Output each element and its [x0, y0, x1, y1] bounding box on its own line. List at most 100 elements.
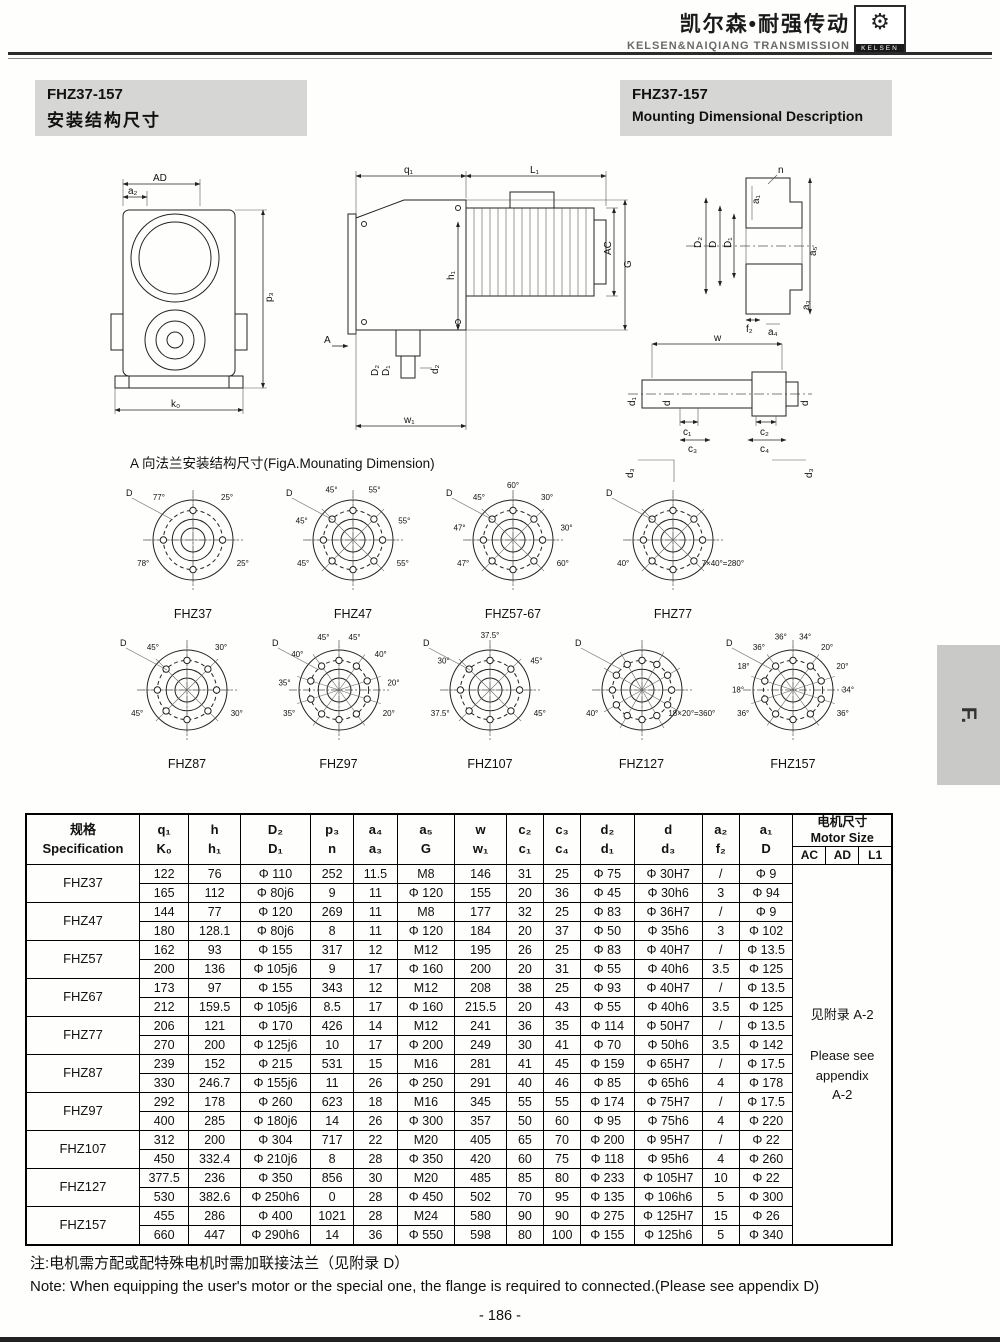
- spec-cell: FHZ157: [25, 1206, 140, 1246]
- brand-logo: ⚙ KELSEN: [854, 5, 906, 55]
- svg-text:30°: 30°: [438, 656, 450, 665]
- table-cell: 173: [138, 978, 190, 999]
- table-cell: Φ 350: [396, 1149, 456, 1170]
- svg-text:45°: 45°: [534, 709, 546, 718]
- svg-text:40°: 40°: [374, 650, 386, 659]
- flange-bolt-circle-drawing: 36°18°18°36°36°34°20°20°34°36°D: [726, 632, 854, 740]
- table-cell: Φ 180j6: [239, 1111, 312, 1132]
- table-cell: 447: [188, 1225, 241, 1246]
- svg-text:20°: 20°: [387, 679, 399, 688]
- brand-block: 凯尔森•耐强传动 KELSEN&NAIQIANG TRANSMISSION: [627, 8, 850, 52]
- spec-cell: FHZ107: [25, 1130, 140, 1170]
- table-cell: M20: [396, 1168, 456, 1189]
- svg-text:34°: 34°: [842, 686, 854, 695]
- table-cell: M16: [396, 1054, 456, 1075]
- table-cell: 95: [542, 1187, 582, 1208]
- dim-label-L1: L₁: [530, 165, 540, 176]
- table-cell: 20: [505, 997, 544, 1018]
- table-cell: 531: [309, 1054, 355, 1075]
- svg-text:45°: 45°: [348, 633, 360, 642]
- table-cell: 4: [701, 1111, 740, 1132]
- motor-sub-header: AC: [792, 846, 827, 866]
- table-cell: 144: [138, 902, 190, 923]
- table-cell: 9: [309, 883, 355, 904]
- dim-label-n: n: [778, 165, 784, 176]
- svg-text:47°: 47°: [453, 523, 465, 532]
- table-cell: 25: [542, 940, 582, 961]
- spec-cell: FHZ87: [25, 1054, 140, 1094]
- table-cell: Φ 142: [738, 1035, 794, 1056]
- table-cell: 15: [353, 1054, 398, 1075]
- table-cell: 8: [309, 921, 355, 942]
- svg-text:47°: 47°: [457, 559, 469, 568]
- svg-text:45°: 45°: [297, 559, 309, 568]
- table-cell: 195: [454, 940, 507, 961]
- table-cell: 155: [454, 883, 507, 904]
- table-cell: 41: [542, 1035, 582, 1056]
- flange-section-drawing: D₂ D D₁ n a₁ f₂ a₄ a₃ a₅: [686, 165, 818, 336]
- flange-bolt-circle-drawing: 40°18×20°=360°D: [575, 638, 715, 740]
- table-cell: 40: [505, 1073, 544, 1094]
- spec-cell: FHZ57: [25, 940, 140, 980]
- table-cell: 530: [138, 1187, 190, 1208]
- table-cell: 41: [505, 1054, 544, 1075]
- table-cell: 208: [454, 978, 507, 999]
- table-cell: Φ 13.5: [738, 940, 794, 961]
- table-cell: Φ 135: [580, 1187, 635, 1208]
- table-cell: 80: [542, 1168, 582, 1189]
- svg-text:7×40°=280°: 7×40°=280°: [702, 559, 744, 568]
- svg-text:45°: 45°: [147, 643, 159, 652]
- svg-text:60°: 60°: [507, 481, 519, 490]
- table-cell: Φ 22: [738, 1130, 794, 1151]
- flange-diagram-label: FHZ37: [173, 607, 213, 621]
- flange-bolt-circle-drawing: 78°77°25°25°D: [126, 488, 249, 590]
- dim-label-c4: c₄: [760, 444, 769, 455]
- table-cell: M12: [396, 1016, 456, 1037]
- table-cell: Φ 200: [580, 1130, 635, 1151]
- table-cell: Φ 80j6: [239, 921, 312, 942]
- svg-text:D: D: [726, 638, 733, 648]
- table-cell: 80: [505, 1225, 544, 1246]
- table-cell: 15: [701, 1206, 740, 1227]
- table-cell: /: [701, 1092, 740, 1113]
- flange-bolt-circle-drawing: 45°45°45°55°55°55°D: [286, 485, 410, 590]
- flange-bolt-circle-drawing: 37.5°30°37.5°45°45°D: [423, 631, 546, 740]
- flange-diagram-label: FHZ87: [167, 757, 207, 771]
- svg-text:36°: 36°: [837, 709, 849, 718]
- table-cell: /: [701, 1130, 740, 1151]
- spec-cell: FHZ97: [25, 1092, 140, 1132]
- table-cell: 65: [505, 1130, 544, 1151]
- table-cell: Φ 233: [580, 1168, 635, 1189]
- table-cell: 343: [309, 978, 355, 999]
- table-cell: 400: [138, 1111, 190, 1132]
- table-cell: 146: [454, 864, 507, 885]
- table-cell: Φ 9: [738, 902, 794, 923]
- table-cell: Φ 50h6: [633, 1035, 703, 1056]
- dim-label-c3: c₃: [688, 444, 697, 455]
- table-cell: /: [701, 864, 740, 885]
- svg-text:36°: 36°: [737, 709, 749, 718]
- table-cell: 485: [454, 1168, 507, 1189]
- table-cell: Φ 120: [396, 921, 456, 942]
- table-cell: 3: [701, 883, 740, 904]
- table-cell: 5: [701, 1187, 740, 1208]
- header-rule: [8, 52, 992, 59]
- table-cell: 177: [454, 902, 507, 923]
- table-cell: 14: [353, 1016, 398, 1037]
- table-cell: Φ 70: [580, 1035, 635, 1056]
- table-cell: 136: [188, 959, 241, 980]
- table-cell: Φ 304: [239, 1130, 312, 1151]
- svg-text:20°: 20°: [821, 643, 833, 652]
- table-cell: 76: [188, 864, 241, 885]
- table-cell: Φ 45: [580, 883, 635, 904]
